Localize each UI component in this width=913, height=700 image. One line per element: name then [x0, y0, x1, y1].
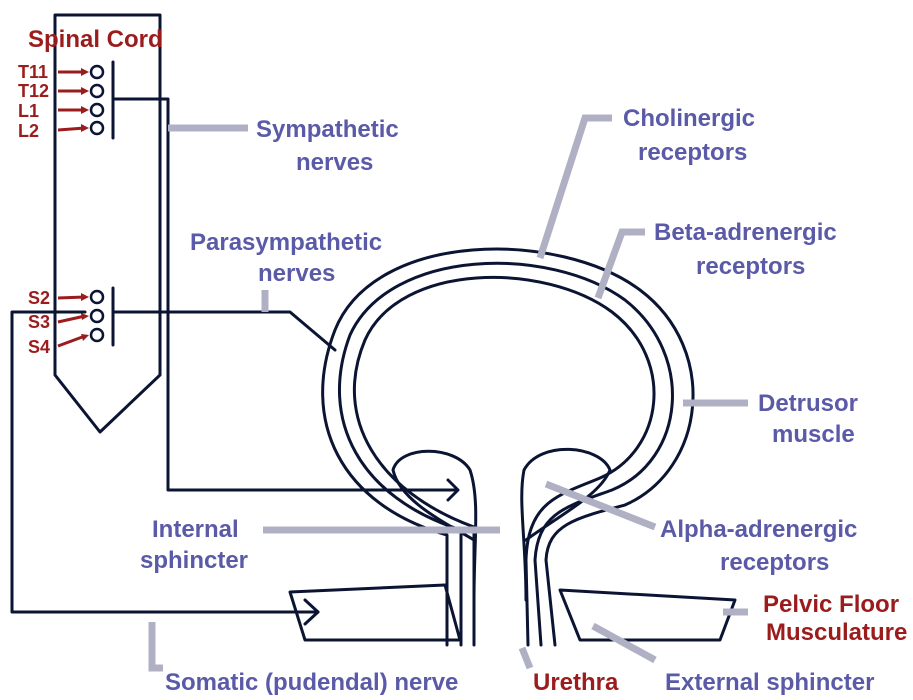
- t12-label: T12: [18, 81, 49, 101]
- sympathetic-label-2: nerves: [296, 149, 373, 176]
- external-sphincter-label: External sphincter: [665, 669, 874, 696]
- parasympathetic-label-2: nerves: [258, 260, 335, 287]
- somatic-nerve-label: Somatic (pudendal) nerve: [165, 669, 458, 696]
- detrusor-label: Detrusor: [758, 390, 858, 417]
- beta-adrenergic-label-2: receptors: [696, 253, 805, 280]
- cholinergic-label-2: receptors: [638, 139, 747, 166]
- alpha-adrenergic-label: Alpha-adrenergic: [660, 516, 857, 543]
- beta-adrenergic-label: Beta-adrenergic: [654, 219, 837, 246]
- bladder-wall: [323, 249, 693, 645]
- parasympathetic-label: Parasympathetic: [190, 229, 382, 256]
- t11-label: T11: [18, 62, 48, 82]
- spinal-cord-outline: [55, 15, 160, 432]
- sympathetic-label: Sympathetic: [256, 116, 399, 143]
- spinal-cord-label: Spinal Cord: [28, 26, 163, 53]
- segment-arrows: [58, 68, 89, 346]
- sympathetic-nerve: [113, 99, 455, 490]
- pelvic-floor-muscle-right: [560, 590, 735, 640]
- s3-label: S3: [28, 312, 50, 332]
- pelvic-floor-label-2: Musculature: [766, 619, 907, 646]
- parasympathetic-nerve: [113, 312, 335, 350]
- detrusor-label-2: muscle: [772, 421, 855, 448]
- l2-label: L2: [18, 121, 39, 141]
- spinal-segment-markers: [91, 62, 113, 345]
- leader-lines: [152, 118, 748, 668]
- internal-sphincter-label: Internal: [152, 516, 239, 543]
- cholinergic-label: Cholinergic: [623, 105, 755, 132]
- internal-sphincter-label-2: sphincter: [140, 547, 248, 574]
- pelvic-floor-label: Pelvic Floor: [763, 591, 899, 618]
- internal-sphincter-left: [393, 451, 476, 600]
- s2-label: S2: [28, 288, 50, 308]
- alpha-adrenergic-label-2: receptors: [720, 549, 829, 576]
- urethra-label: Urethra: [533, 669, 619, 696]
- s4-label: S4: [28, 337, 50, 357]
- l1-label: L1: [18, 101, 39, 121]
